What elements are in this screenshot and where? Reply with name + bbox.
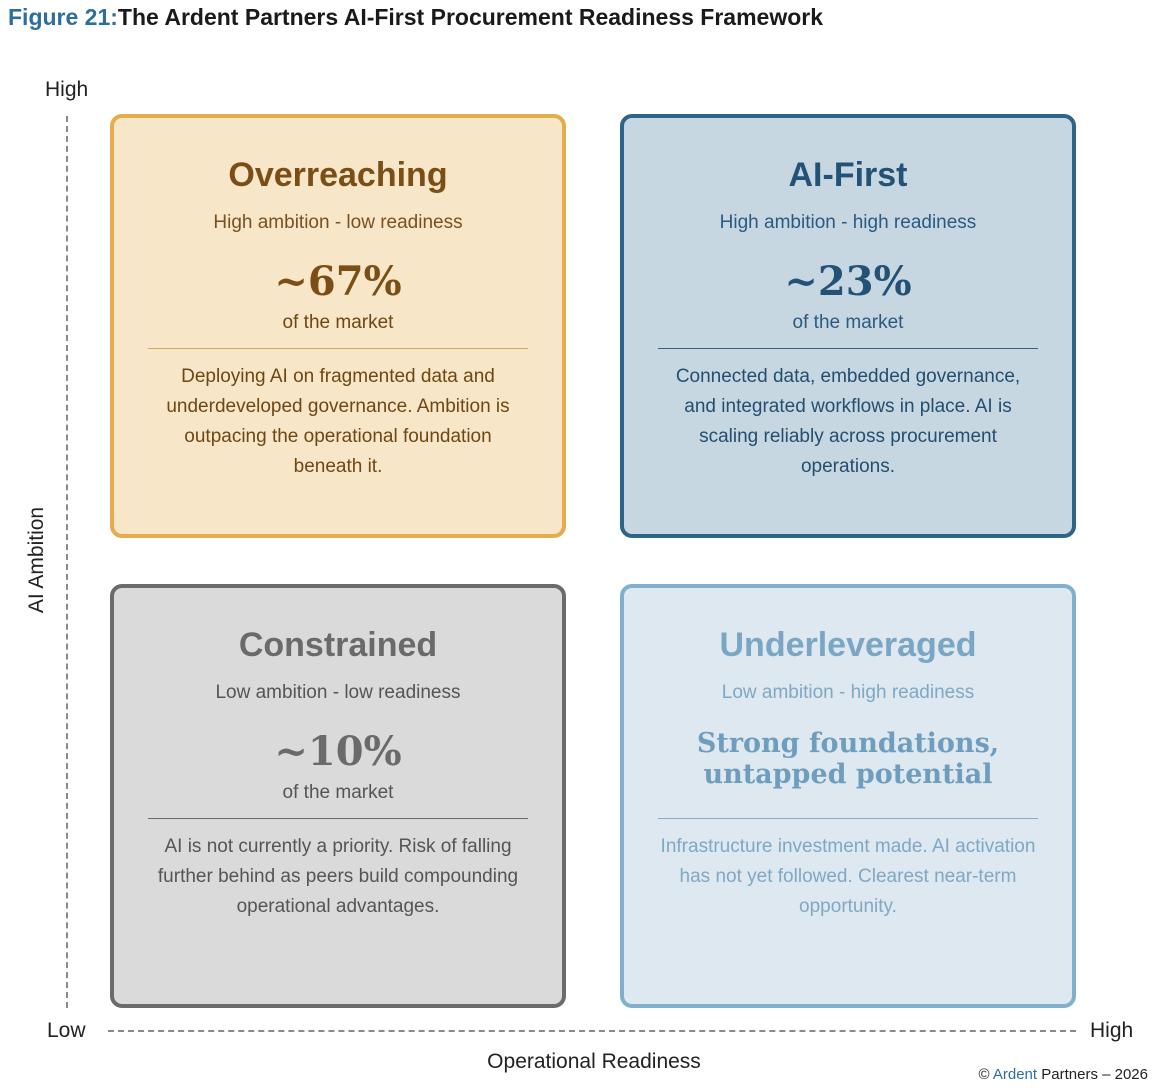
brand-name: Ardent xyxy=(992,1066,1038,1083)
figure-number: Figure 21: xyxy=(8,4,118,30)
figure-title-text: The Ardent Partners AI-First Procurement… xyxy=(117,4,824,30)
quadrant-name: AI-First xyxy=(788,156,908,194)
quadrant-market-label: of the market xyxy=(282,312,394,333)
quadrant-divider xyxy=(658,818,1038,819)
quadrant-subtitle: High ambition - high readiness xyxy=(719,212,977,233)
y-axis-high-label: High xyxy=(45,78,89,101)
copyright-suffix: Partners – 2026 xyxy=(1041,1066,1148,1083)
quadrant-description: AI is not currently a priority. Risk of … xyxy=(157,836,519,917)
quadrant-ai-first: AI-First High ambition - high readiness … xyxy=(620,114,1076,538)
x-axis-line xyxy=(108,1030,1076,1032)
x-axis-high-label: High xyxy=(1090,1019,1134,1042)
quadrant-divider xyxy=(148,818,528,819)
quadrant-name: Underleveraged xyxy=(719,626,977,664)
quadrant-overreaching: Overreaching High ambition - low readine… xyxy=(110,114,566,538)
quadrant-percent: ~67% xyxy=(274,258,402,305)
y-axis-title: AI Ambition xyxy=(25,506,48,614)
copyright-notice: © Ardent Partners – 2026 xyxy=(978,1066,1148,1083)
quadrant-description: Infrastructure investment made. AI activ… xyxy=(660,836,1036,917)
quadrant-tagline: Strong foundations, untapped potential xyxy=(696,728,1000,790)
x-axis-low-label: Low xyxy=(47,1019,86,1042)
quadrant-constrained: Constrained Low ambition - low readiness… xyxy=(110,584,566,1008)
quadrant-name: Overreaching xyxy=(228,156,448,194)
quadrant-underleveraged: Underleveraged Low ambition - high readi… xyxy=(620,584,1076,1008)
quadrant-subtitle: Low ambition - low readiness xyxy=(215,682,461,703)
quadrant-market-label: of the market xyxy=(792,312,904,333)
quadrant-market-label: of the market xyxy=(282,782,394,803)
quadrant-percent: ~23% xyxy=(784,258,912,305)
quadrant-description: Deploying AI on fragmented data and unde… xyxy=(166,366,510,477)
y-axis-line xyxy=(66,116,68,1008)
quadrant-divider xyxy=(148,348,528,349)
quadrant-description: Connected data, embedded governance, and… xyxy=(675,366,1021,477)
figure-title: Figure 21:The Ardent Partners AI-First P… xyxy=(8,4,823,31)
x-axis-title: Operational Readiness xyxy=(487,1050,701,1073)
quadrant-subtitle: High ambition - low readiness xyxy=(213,212,463,233)
quadrant-divider xyxy=(658,348,1038,349)
copyright-symbol: © xyxy=(978,1066,990,1083)
quadrant-percent: ~10% xyxy=(274,728,402,775)
quadrant-name: Constrained xyxy=(238,626,438,664)
quadrant-subtitle: Low ambition - high readiness xyxy=(721,682,975,703)
